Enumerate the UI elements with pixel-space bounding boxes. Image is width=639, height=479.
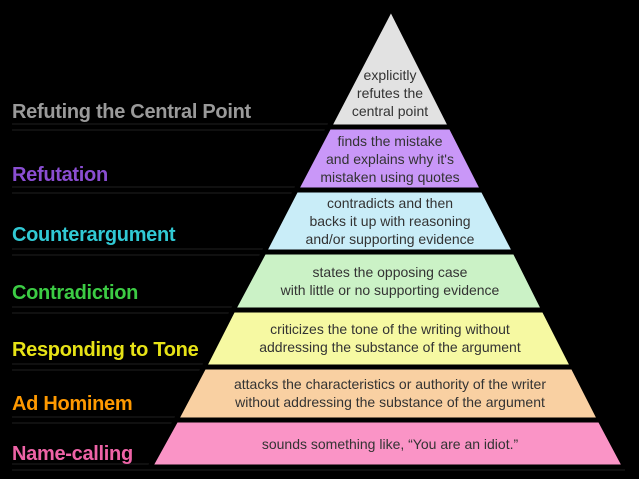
band-name-calling [145, 417, 630, 470]
desc-line: addressing the substance of the argument [259, 339, 521, 355]
desc-line: attacks the characteristics or authority… [233, 376, 546, 392]
label-ad-hominem: Ad Hominem [12, 393, 133, 415]
desc-line: mistaken using quotes [320, 169, 460, 185]
desc-line: sounds something like, “You are an idiot… [261, 436, 519, 452]
desc-line: and explains why it's [326, 151, 454, 167]
label-refuting-central-point: Refuting the Central Point [12, 101, 251, 123]
desc-refutation: finds the mistake and explains why it's … [90, 132, 639, 186]
desc-line: backs it up with reasoning [309, 213, 471, 229]
label-counterargument: Counterargument [12, 224, 176, 246]
desc-line: with little or no supporting evidence [280, 282, 500, 298]
label-refutation: Refutation [12, 164, 108, 186]
desc-line: explicitly [363, 67, 417, 83]
desc-contradiction: states the opposing case with little or … [90, 263, 639, 299]
desc-ad-hominem: attacks the characteristics or authority… [90, 375, 639, 411]
desc-line: and/or supporting evidence [305, 231, 475, 247]
desc-line: criticizes the tone of the writing witho… [270, 321, 510, 337]
desc-refuting-central-point: explicitly refutes the central point [90, 66, 639, 120]
label-name-calling: Name-calling [12, 443, 133, 465]
desc-line: finds the mistake [337, 133, 443, 149]
desc-responding-to-tone: criticizes the tone of the writing witho… [90, 320, 639, 356]
desc-line: central point [351, 103, 429, 119]
label-contradiction: Contradiction [12, 282, 139, 304]
desc-counterargument: contradicts and then backs it up with re… [90, 194, 639, 248]
desc-line: contradicts and then [326, 195, 454, 211]
desc-line: refutes the [356, 85, 424, 101]
label-responding-to-tone: Responding to Tone [12, 339, 199, 361]
desc-name-calling: sounds something like, “You are an idiot… [90, 435, 639, 453]
desc-line: states the opposing case [312, 264, 468, 280]
pyramid-bands [12, 2, 630, 471]
desc-line: without addressing the substance of the … [235, 394, 545, 410]
